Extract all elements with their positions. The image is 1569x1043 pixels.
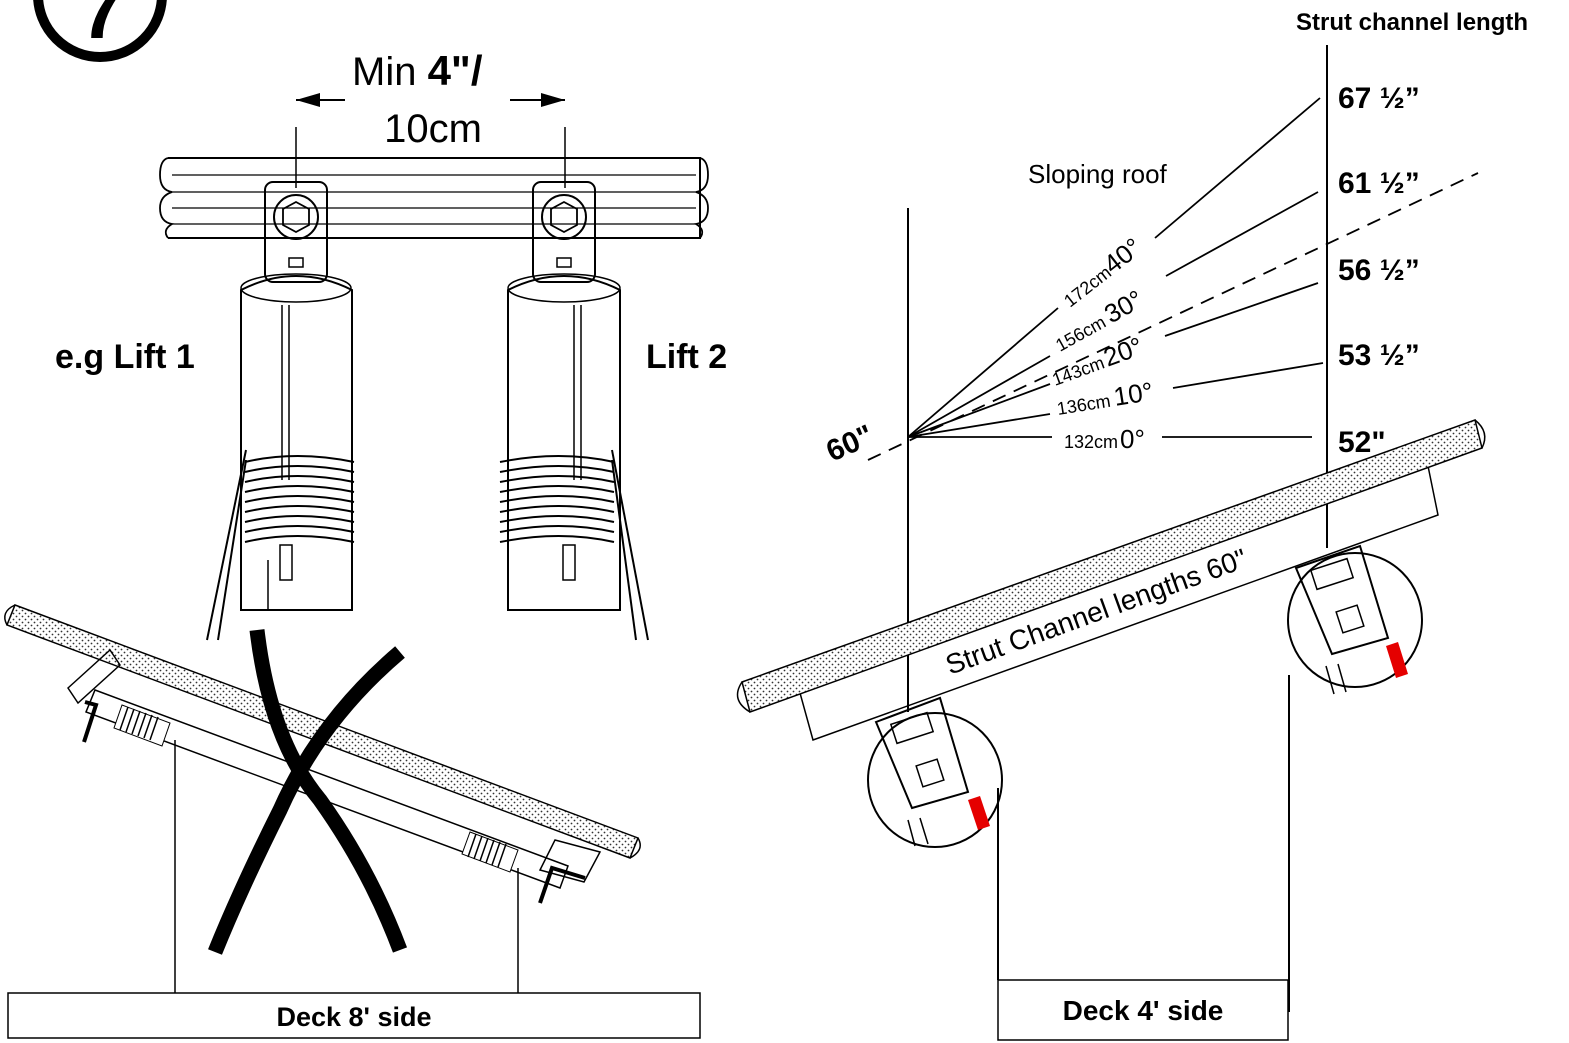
line-10deg — [907, 413, 1051, 438]
red-marker-right — [1386, 642, 1408, 678]
angle-cm-label-0: 132cm — [1064, 432, 1118, 452]
lift-1-label: e.g Lift 1 — [55, 338, 195, 376]
angle-deg-label-0: 0° — [1120, 424, 1145, 454]
angle-deg-label-20: 20° — [1099, 331, 1146, 373]
lift-2-label: Lift 2 — [646, 338, 727, 376]
line-60deg-dashed — [867, 172, 1479, 461]
strut-beam — [159, 157, 709, 239]
deck-4ft-label: Deck 4' side — [1063, 995, 1224, 1026]
strut-length-header: Strut channel length — [1296, 9, 1528, 36]
strut-length-10: 53 ½” — [1338, 339, 1420, 372]
sloped-panel: Strut Channel lengths 60" — [736, 419, 1486, 741]
angle-labels: 132cm 0° 136cm 10° 143cm 20° 156cm 30° 1… — [1050, 232, 1156, 454]
angle-deg-label-30: 30° — [1099, 284, 1148, 329]
spacing-min-text: Min 4"/ — [352, 47, 483, 94]
red-marker-left — [968, 796, 990, 830]
line-20deg — [907, 383, 1051, 438]
step-badge: 7 — [33, 0, 167, 62]
base-60-label: 60" — [821, 419, 878, 469]
strut-length-40: 67 ½” — [1338, 82, 1420, 115]
deck-8ft: Deck 8' side — [7, 992, 701, 1039]
step-number: 7 — [80, 0, 125, 55]
strut-length-values: 67 ½” 61 ½” 56 ½” 53 ½” 52" — [1338, 82, 1420, 459]
angle-fan — [867, 97, 1479, 461]
line-40deg — [907, 307, 1059, 438]
strut-length-0: 52" — [1338, 426, 1386, 459]
deck-8ft-label: Deck 8' side — [276, 1002, 431, 1032]
spacing-metric-text: 10cm — [384, 107, 482, 151]
spacing-dimension: Min 4"/ 10cm — [295, 47, 566, 188]
bracket-detail-right — [1287, 544, 1423, 695]
sloping-roof-label: Sloping roof — [1028, 159, 1168, 189]
incorrect-installation — [4, 604, 641, 993]
angle-cm-label-10: 136cm — [1055, 391, 1111, 419]
strut-length-20: 56 ½” — [1338, 254, 1420, 287]
lift-1 — [206, 181, 355, 641]
deck-4ft: Deck 4' side — [997, 979, 1289, 1041]
angle-deg-label-10: 10° — [1112, 376, 1156, 412]
strut-length-30: 61 ½” — [1338, 167, 1420, 200]
bracket-detail-left — [867, 696, 1003, 848]
line-30deg — [907, 355, 1051, 438]
lift-2 — [499, 181, 649, 641]
angle-cm-label-20: 143cm — [1050, 352, 1108, 389]
